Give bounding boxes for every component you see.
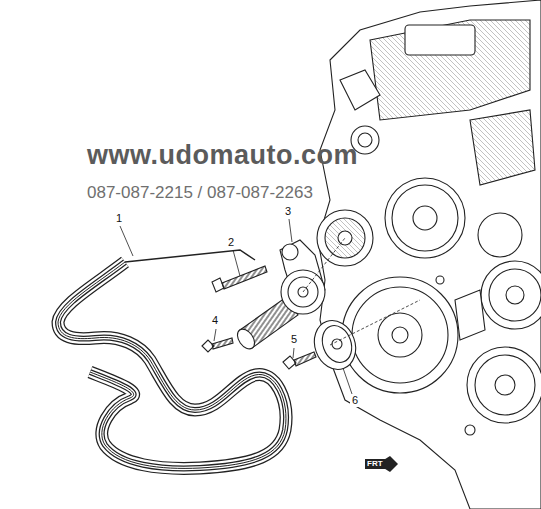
callout-number: 2 xyxy=(226,236,236,249)
front-arrow-label: FRT xyxy=(365,459,385,469)
callout-number: 1 xyxy=(114,212,124,225)
callout-number: 3 xyxy=(283,205,293,218)
watermark-url: www.udomauto.com xyxy=(87,140,358,171)
watermark-phone: 087-087-2215 / 087-087-2263 xyxy=(87,183,313,203)
callout-number: 6 xyxy=(350,394,360,407)
callout-number: 4 xyxy=(210,314,220,327)
callout-number: 5 xyxy=(289,333,299,346)
